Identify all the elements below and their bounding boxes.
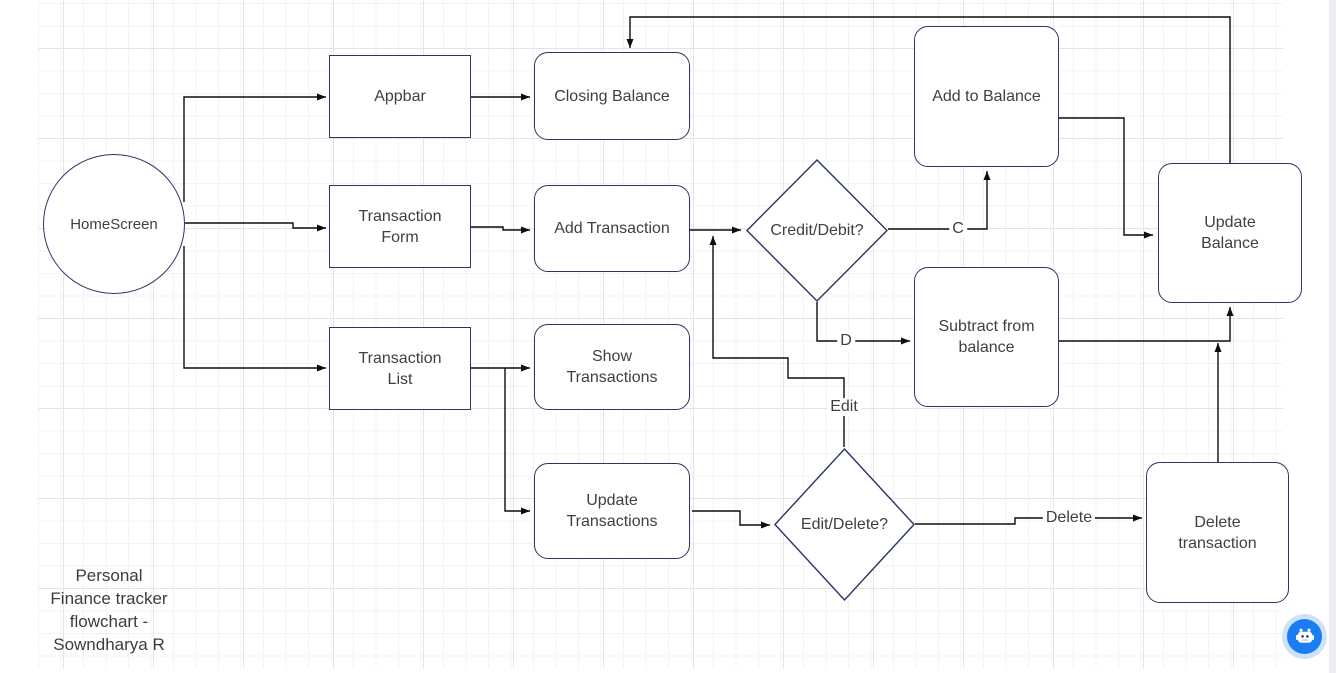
node-transaction-list[interactable]: Transaction List [329, 327, 471, 410]
node-delete-transaction-label: Delete transaction [1178, 513, 1257, 552]
edge-debit-subtract[interactable] [816, 302, 910, 345]
node-closing-balance[interactable]: Closing Balance [534, 52, 690, 140]
node-show-transactions[interactable]: Show Transactions [534, 324, 690, 410]
edge-list-update-transactions[interactable] [504, 368, 530, 515]
node-appbar-label: Appbar [374, 88, 426, 105]
node-transaction-form[interactable]: Transaction Form [329, 185, 471, 268]
edge-credit-add-to-balance[interactable] [888, 171, 991, 230]
edge-add-balance-update-balance[interactable] [1059, 117, 1153, 239]
node-credit-debit[interactable]: Credit/Debit? [746, 159, 888, 302]
node-edit-delete-shape [774, 448, 915, 601]
node-delete-transaction[interactable]: Delete transaction [1146, 462, 1289, 603]
vertical-scrollbar[interactable] [1329, 0, 1336, 673]
node-update-balance[interactable]: Update Balance [1158, 163, 1302, 303]
node-show-transactions-label: Show Transactions [566, 348, 658, 386]
node-subtract-from-balance[interactable]: Subtract from balance [914, 267, 1059, 407]
node-appbar[interactable]: Appbar [329, 55, 471, 138]
node-transaction-list-label: Transaction List [358, 349, 442, 388]
node-update-balance-label: Update Balance [1201, 214, 1259, 252]
edge-credit-add-to-balance-label[interactable]: C [949, 220, 967, 238]
edge-home-appbar[interactable] [183, 93, 326, 202]
node-edit-delete[interactable]: Edit/Delete? [774, 448, 915, 601]
edge-edit-back-to-add-transaction[interactable] [709, 236, 845, 447]
node-transaction-form-label: Transaction Form [358, 207, 442, 246]
ai-assistant-button-core [1287, 619, 1322, 654]
edge-edit-back-to-add-transaction-label[interactable]: Edit [827, 398, 861, 416]
node-add-transaction-label: Add Transaction [554, 220, 670, 237]
robot-icon [1295, 628, 1314, 643]
node-edit-delete-label: Edit/Delete? [800, 516, 889, 533]
edge-update-balance-closing-balance[interactable] [626, 16, 1231, 163]
node-update-transactions-label: Update Transactions [566, 492, 658, 530]
ai-assistant-button[interactable] [1282, 614, 1327, 659]
node-credit-debit-shape [746, 159, 888, 302]
node-closing-balance-label: Closing Balance [554, 87, 670, 105]
edge-delete-delete-transaction-label[interactable]: Delete [1042, 509, 1096, 527]
node-subtract-from-balance-label: Subtract from balance [938, 318, 1035, 356]
node-add-transaction[interactable]: Add Transaction [534, 185, 690, 272]
node-update-transactions[interactable]: Update Transactions [534, 463, 690, 559]
node-add-to-balance-label: Add to Balance [932, 88, 1041, 105]
edge-update-transactions-edit-delete[interactable] [692, 510, 770, 529]
edge-debit-subtract-label[interactable]: D [837, 332, 855, 350]
node-add-to-balance[interactable]: Add to Balance [914, 26, 1059, 167]
node-homescreen-label: HomeScreen [70, 215, 158, 233]
diagram-title-text[interactable]: Personal Finance tracker flowchart - Sow… [50, 566, 168, 654]
node-credit-debit-label: Credit/Debit? [770, 222, 864, 239]
edge-home-transaction-form[interactable] [185, 222, 326, 232]
edge-home-transaction-list[interactable] [183, 246, 326, 372]
node-homescreen[interactable]: HomeScreen [43, 154, 185, 294]
edge-form-add-transaction[interactable] [471, 226, 530, 234]
edge-subtract-update-balance[interactable] [1059, 307, 1234, 342]
edge-delete-delete-transaction[interactable] [915, 514, 1142, 525]
